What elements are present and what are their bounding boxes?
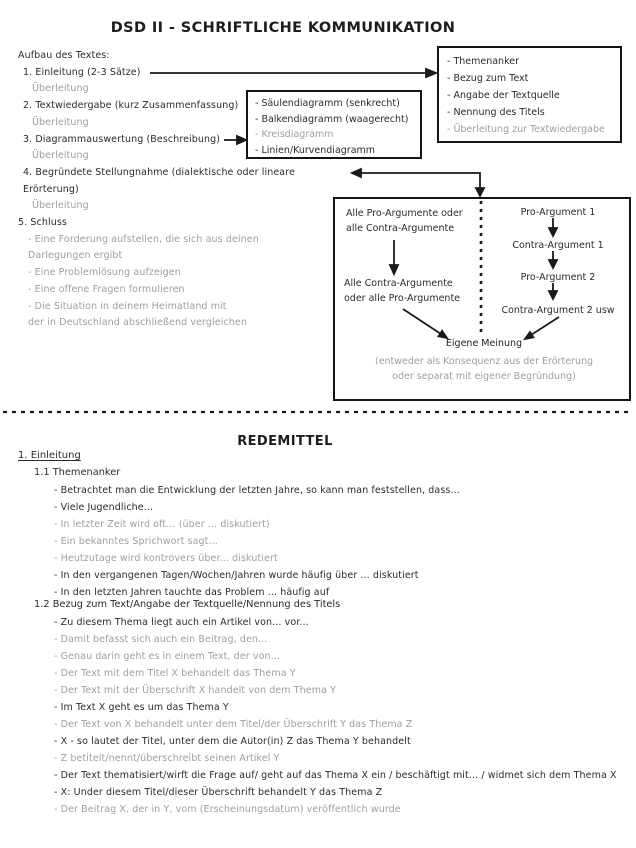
phrase: - In letzter Zeit wird oft... (über ... … — [54, 519, 270, 530]
aufbau-item-1: 1. Einleitung (2-3 Sätze) — [23, 66, 141, 78]
phrase: - X: Under diesem Titel/dieser Überschri… — [54, 787, 383, 798]
phrase: - Genau darin geht es in einem Text, der… — [54, 651, 281, 662]
alternating-argument-1: Pro-Argument 1 — [520, 207, 596, 218]
einleitung-detail: - Bezug zum Text — [447, 73, 529, 84]
eroerterung-structure-box: Alle Pro-Argumente oder alle Contra-Argu… — [333, 197, 631, 401]
aufbau-item-5: 5. Schluss — [18, 217, 67, 229]
aufbau-outline: Aufbau des Textes: 1. Einleitung (2-3 Sä… — [18, 48, 353, 332]
aufbau-item-2: 2. Textwiedergabe (kurz Zusammenfassung) — [23, 100, 239, 112]
alternating-argument-4: Contra-Argument 2 usw — [501, 305, 615, 316]
phrase: - X - so lautet der Titel, unter dem die… — [54, 736, 411, 747]
aufbau-ueberleitung: Überleitung — [32, 83, 89, 95]
schluss-bullet: - Die Situation in deinem Heimatland mit — [28, 300, 227, 312]
schluss-bullet: - Eine Forderung aufstellen, die sich au… — [28, 233, 259, 245]
alternating-argument-3: Pro-Argument 2 — [520, 272, 596, 283]
phrase: - Z betitelt/nennt/überschreibt seinen A… — [54, 753, 280, 764]
subsection-1-2-bezug: 1.2 Bezug zum Text/Angabe der Textquelle… — [34, 599, 341, 610]
phrase: - Im Text X geht es um das Thema Y — [54, 702, 229, 713]
schluss-bullet-cont: der in Deutschland abschließend vergleic… — [28, 317, 247, 329]
alternating-argument-2: Contra-Argument 1 — [512, 240, 604, 251]
diagram-type: - Kreisdiagramm — [255, 129, 334, 140]
phrase: - Zu diesem Thema liegt auch ein Artikel… — [54, 617, 309, 628]
block-argument-line: Alle Contra-Argumente — [344, 278, 453, 289]
diagram-types-box: - Säulendiagramm (senkrecht) - Balkendia… — [246, 90, 422, 159]
conclusion-note: oder separat mit eigener Begründung) — [392, 371, 576, 382]
block-argument-left-bottom: Alle Contra-Argumente oder alle Pro-Argu… — [344, 276, 460, 306]
phrase: - Der Text mit dem Titel X behandelt das… — [54, 668, 296, 679]
phrase: - Betrachtet man die Entwicklung der let… — [54, 485, 460, 496]
phrase: - In den vergangenen Tagen/Wochen/Jahren… — [54, 570, 419, 581]
aufbau-ueberleitung: Überleitung — [32, 200, 89, 212]
page-title: DSD II - SCHRIFTLICHE KOMMUNIKATION — [110, 20, 456, 36]
phrase: - Der Text von X behandelt unter dem Tit… — [54, 719, 413, 730]
redemittel-title: REDEMITTEL — [237, 434, 333, 449]
aufbau-item-3: 3. Diagrammauswertung (Beschreibung) — [23, 133, 221, 145]
block-argument-line: alle Contra-Argumente — [346, 223, 455, 234]
einleitung-detail: - Nennung des Titels — [447, 107, 545, 118]
phrase: - Damit befasst sich auch ein Beitrag, d… — [54, 634, 268, 645]
aufbau-ueberleitung: Überleitung — [32, 150, 89, 162]
diagram-type: - Linien/Kurvendiagramm — [255, 144, 376, 156]
phrase: - Der Text mit der Überschrift X handelt… — [54, 685, 337, 696]
block-argument-left-top: Alle Pro-Argumente oder alle Contra-Argu… — [346, 206, 463, 236]
einleitung-detail: - Themenanker — [447, 56, 519, 67]
block-argument-line: Alle Pro-Argumente oder — [346, 208, 463, 219]
themenanker-phrases: - Betrachtet man die Entwicklung der let… — [54, 482, 629, 601]
schluss-bullet-cont: Darlegungen ergibt — [28, 250, 123, 262]
phrase: - Ein bekanntes Sprichwort sagt... — [54, 536, 218, 547]
schluss-bullet: - Eine Problemlösung aufzeigen — [28, 267, 181, 279]
aufbau-heading: Aufbau des Textes: — [18, 50, 110, 61]
bezug-phrases: - Zu diesem Thema liegt auch ein Artikel… — [54, 614, 629, 818]
einleitung-details-box: - Themenanker - Bezug zum Text - Angabe … — [437, 46, 622, 143]
diagram-type: - Balkendiagramm (waagerecht) — [255, 113, 409, 125]
einleitung-detail: - Angabe der Textquelle — [447, 90, 560, 101]
aufbau-ueberleitung: Überleitung — [32, 116, 89, 128]
aufbau-item-4: 4. Begründete Stellungnahme (dialektisch… — [23, 166, 295, 195]
diagram-type: - Säulendiagramm (senkrecht) — [255, 98, 400, 109]
section-1-einleitung: 1. Einleitung — [18, 450, 81, 461]
einleitung-detail: - Überleitung zur Textwiedergabe — [447, 124, 605, 135]
eigene-meinung-label: Eigene Meinung — [445, 338, 523, 349]
phrase: - Viele Jugendliche... — [54, 502, 154, 513]
phrase: - In den letzten Jahren tauchte das Prob… — [54, 587, 330, 598]
phrase: - Heutzutage wird kontrovers über... dis… — [54, 553, 278, 564]
conclusion-note: (entweder als Konsequenz aus der Erörter… — [374, 356, 594, 367]
schluss-bullet: - Eine offene Fragen formulieren — [28, 283, 185, 295]
phrase: - Der Beitrag X, der in Y, vom (Erschein… — [54, 804, 401, 815]
block-argument-line: oder alle Pro-Argumente — [344, 293, 461, 304]
phrase: - Der Text thematisiert/wirft die Frage … — [54, 770, 617, 781]
arrow-stellungnahme-eroerterung — [349, 167, 486, 199]
subsection-1-1-themenanker: 1.1 Themenanker — [34, 467, 121, 478]
